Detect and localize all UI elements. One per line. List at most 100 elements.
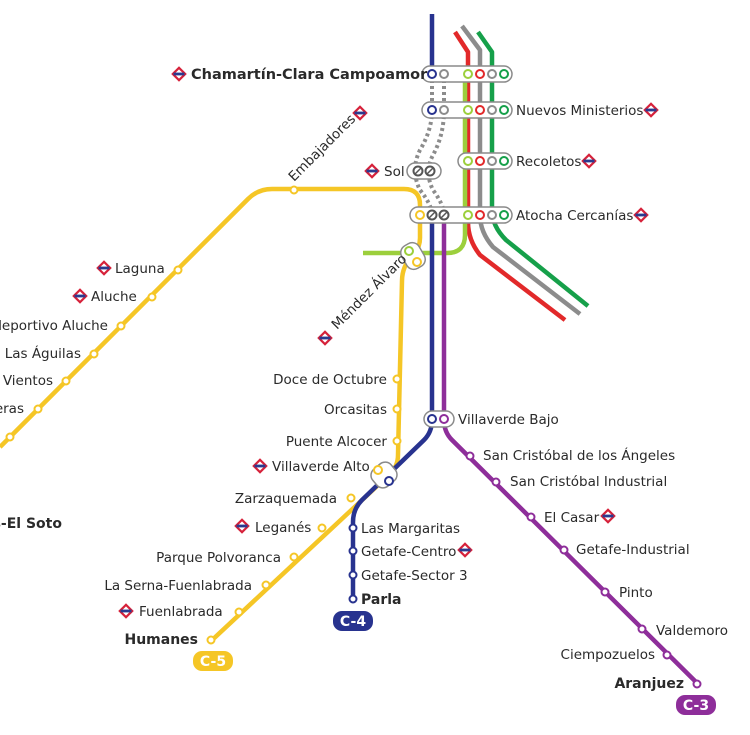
station-dot[interactable] xyxy=(491,477,501,487)
station-label-san-cristobal-angeles[interactable]: San Cristóbal de los Ángeles xyxy=(483,447,675,464)
station-dot[interactable] xyxy=(600,587,610,597)
station-label-las-margaritas[interactable]: Las Margaritas xyxy=(361,521,460,537)
line-badge-c4[interactable]: C-4 xyxy=(333,611,373,631)
station-dot[interactable] xyxy=(5,432,15,442)
station-dot[interactable] xyxy=(439,414,449,424)
station-dot[interactable] xyxy=(289,185,299,195)
station-label-el-casar[interactable]: El Casar xyxy=(544,510,600,526)
station-label-getafe-industrial[interactable]: Getafe-Industrial xyxy=(576,542,690,558)
station-dot[interactable] xyxy=(499,156,509,166)
station-dot[interactable] xyxy=(487,69,497,79)
station-dot[interactable] xyxy=(404,246,414,256)
station-dot[interactable] xyxy=(392,374,402,384)
station-dot[interactable] xyxy=(463,69,473,79)
station-label-chamartin[interactable]: Chamartín-Clara Campoamor xyxy=(191,67,428,83)
station-label-la-serna[interactable]: La Serna-Fuenlabrada xyxy=(104,578,252,594)
station-label-san-cristobal-industrial[interactable]: San Cristóbal Industrial xyxy=(510,474,667,490)
station-dot[interactable] xyxy=(348,546,358,556)
station-dot[interactable] xyxy=(234,607,244,617)
station-label-villaverde-alto[interactable]: Villaverde Alto xyxy=(272,459,370,475)
station-dot[interactable] xyxy=(559,545,569,555)
station-dot[interactable] xyxy=(427,69,437,79)
station-dot[interactable] xyxy=(637,624,647,634)
metro-icon xyxy=(118,603,134,619)
station-label-getafe-sector3[interactable]: Getafe-Sector 3 xyxy=(361,568,468,584)
station-label-recoletos[interactable]: Recoletos xyxy=(516,154,581,170)
station-dot[interactable] xyxy=(346,493,356,503)
station-dot[interactable] xyxy=(116,321,126,331)
station-label-orcasitas[interactable]: Orcasitas xyxy=(324,402,387,418)
station-label-atocha[interactable]: Atocha Cercanías xyxy=(516,208,633,224)
station-dot[interactable] xyxy=(439,69,449,79)
station-dot[interactable] xyxy=(463,105,473,115)
station-dot[interactable] xyxy=(475,105,485,115)
metro-icon xyxy=(600,508,616,524)
station-dot[interactable] xyxy=(692,679,702,689)
station-dot[interactable] xyxy=(147,292,157,302)
station-dot[interactable] xyxy=(289,552,299,562)
station-label-puente-alcocer[interactable]: Puente Alcocer xyxy=(286,434,388,450)
station-dot[interactable] xyxy=(427,414,437,424)
station-dot[interactable] xyxy=(373,465,383,475)
station-dot[interactable] xyxy=(392,404,402,414)
station-label-fuenlabrada[interactable]: Fuenlabrada xyxy=(139,604,223,620)
station-dot[interactable] xyxy=(33,404,43,414)
station-label-aranjuez[interactable]: Aranjuez xyxy=(614,676,684,692)
station-label-nuevos-ministerios[interactable]: Nuevos Ministerios xyxy=(516,103,643,119)
station-label-ciempozuelos[interactable]: Ciempozuelos xyxy=(561,647,655,663)
station-label-parque-polvoranca[interactable]: Parque Polvoranca xyxy=(156,550,281,566)
station-dot[interactable] xyxy=(427,105,437,115)
station-dot[interactable] xyxy=(475,69,485,79)
station-dot[interactable] xyxy=(348,523,358,533)
station-dot[interactable] xyxy=(415,210,425,220)
station-label-eras[interactable]: eras xyxy=(0,401,24,417)
station-dot[interactable] xyxy=(348,570,358,580)
line-badge-c5[interactable]: C-5 xyxy=(193,651,233,671)
station-label-aluche[interactable]: Aluche xyxy=(91,289,137,305)
station-dot[interactable] xyxy=(261,580,271,590)
station-dot[interactable] xyxy=(89,349,99,359)
station-dot[interactable] xyxy=(392,436,402,446)
station-dot[interactable] xyxy=(487,156,497,166)
station-label-pinto[interactable]: Pinto xyxy=(619,585,653,601)
station-dot[interactable] xyxy=(487,105,497,115)
station-dot[interactable] xyxy=(465,451,475,461)
station-label-getafe-centro[interactable]: Getafe-Centro xyxy=(361,544,456,560)
station-dot[interactable] xyxy=(384,476,394,486)
station-dot[interactable] xyxy=(499,210,509,220)
station-label-vientos[interactable]: Vientos xyxy=(3,373,53,389)
station-dot[interactable] xyxy=(463,210,473,220)
station-label-mendez-alvaro[interactable]: Méndez Álvaro xyxy=(328,250,410,332)
metro-icon xyxy=(72,288,88,304)
station-dot[interactable] xyxy=(475,210,485,220)
station-label-soto[interactable]: s-El Soto xyxy=(0,516,62,532)
station-dot[interactable] xyxy=(439,105,449,115)
station-label-humanes[interactable]: Humanes xyxy=(124,632,198,648)
interchange-sol[interactable] xyxy=(406,162,442,180)
line-badge-c3[interactable]: C-3 xyxy=(676,695,716,715)
station-dot[interactable] xyxy=(499,69,509,79)
station-label-doce-octubre[interactable]: Doce de Octubre xyxy=(273,372,387,388)
station-label-embajadores[interactable]: Embajadores xyxy=(286,111,360,185)
station-dot[interactable] xyxy=(317,523,327,533)
station-label-polideportivo[interactable]: deportivo Aluche xyxy=(0,318,108,334)
station-dot[interactable] xyxy=(206,635,216,645)
station-dot[interactable] xyxy=(487,210,497,220)
station-dot[interactable] xyxy=(412,257,422,267)
station-label-zarzaquemada[interactable]: Zarzaquemada xyxy=(235,491,337,507)
station-dot[interactable] xyxy=(499,105,509,115)
station-label-laguna[interactable]: Laguna xyxy=(115,261,165,277)
station-dot[interactable] xyxy=(662,650,672,660)
station-label-leganes[interactable]: Leganés xyxy=(255,520,311,536)
station-label-sol[interactable]: Sol xyxy=(384,164,405,180)
station-label-aguilas[interactable]: Las Águilas xyxy=(5,345,81,362)
station-dot[interactable] xyxy=(475,156,485,166)
station-label-parla[interactable]: Parla xyxy=(361,592,401,608)
station-dot[interactable] xyxy=(526,512,536,522)
station-label-villaverde-bajo[interactable]: Villaverde Bajo xyxy=(458,412,559,428)
station-dot[interactable] xyxy=(61,376,71,386)
station-label-valdemoro[interactable]: Valdemoro xyxy=(656,623,728,639)
station-dot[interactable] xyxy=(173,265,183,275)
station-dot[interactable] xyxy=(348,594,358,604)
station-dot[interactable] xyxy=(463,156,473,166)
